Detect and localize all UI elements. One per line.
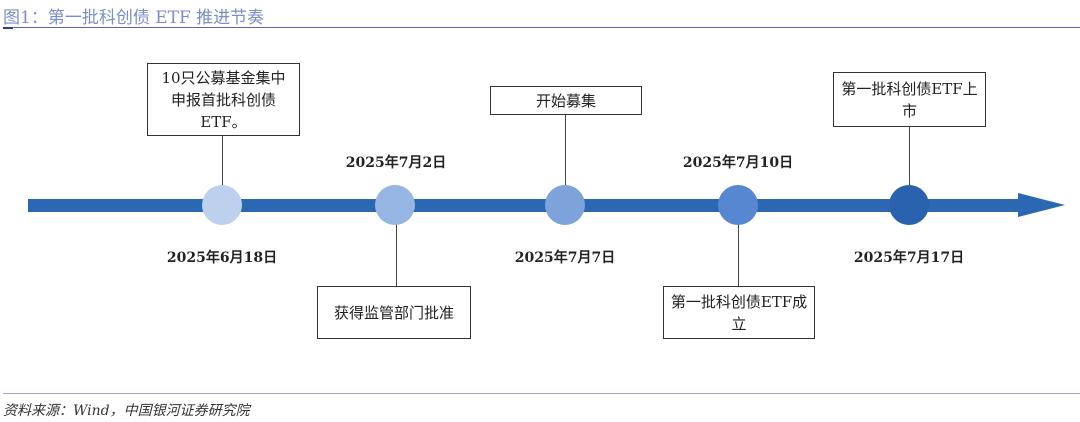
event-date-3: 2025年7月7日 <box>514 250 616 266</box>
connector-line <box>909 126 910 187</box>
source-note: 资料来源：Wind，中国银河证券研究院 <box>3 403 250 419</box>
event-date-4: 2025年7月10日 <box>682 155 794 171</box>
title-divider <box>3 27 1080 28</box>
figure-title: 图1：第一批科创债 ETF 推进节奏 <box>3 8 265 28</box>
event-date-1: 2025年6月18日 <box>166 250 278 266</box>
event-date-2: 2025年7月2日 <box>345 155 447 171</box>
connector-line <box>222 135 223 187</box>
timeline-dot-3 <box>545 185 585 225</box>
timeline-dot-2 <box>375 185 415 225</box>
footer-divider <box>3 393 1080 394</box>
title-divider-mark <box>3 27 13 29</box>
event-box-4: 第一批科创债ETF成立 <box>663 286 815 339</box>
timeline-arrow-icon <box>1018 193 1065 217</box>
event-box-1: 10只公募基金集中申报首批科创债ETF。 <box>147 63 300 136</box>
timeline-dot-4 <box>718 185 758 225</box>
event-date-5: 2025年7月17日 <box>853 250 965 266</box>
event-box-5: 第一批科创债ETF上市 <box>833 72 986 127</box>
event-box-3: 开始募集 <box>490 86 642 115</box>
timeline-bar <box>28 199 1020 212</box>
timeline-dot-1 <box>202 185 242 225</box>
connector-line <box>738 223 739 287</box>
connector-line <box>396 223 397 287</box>
timeline-dot-5 <box>889 185 929 225</box>
event-box-2: 获得监管部门批准 <box>317 286 471 339</box>
connector-line <box>565 114 566 187</box>
